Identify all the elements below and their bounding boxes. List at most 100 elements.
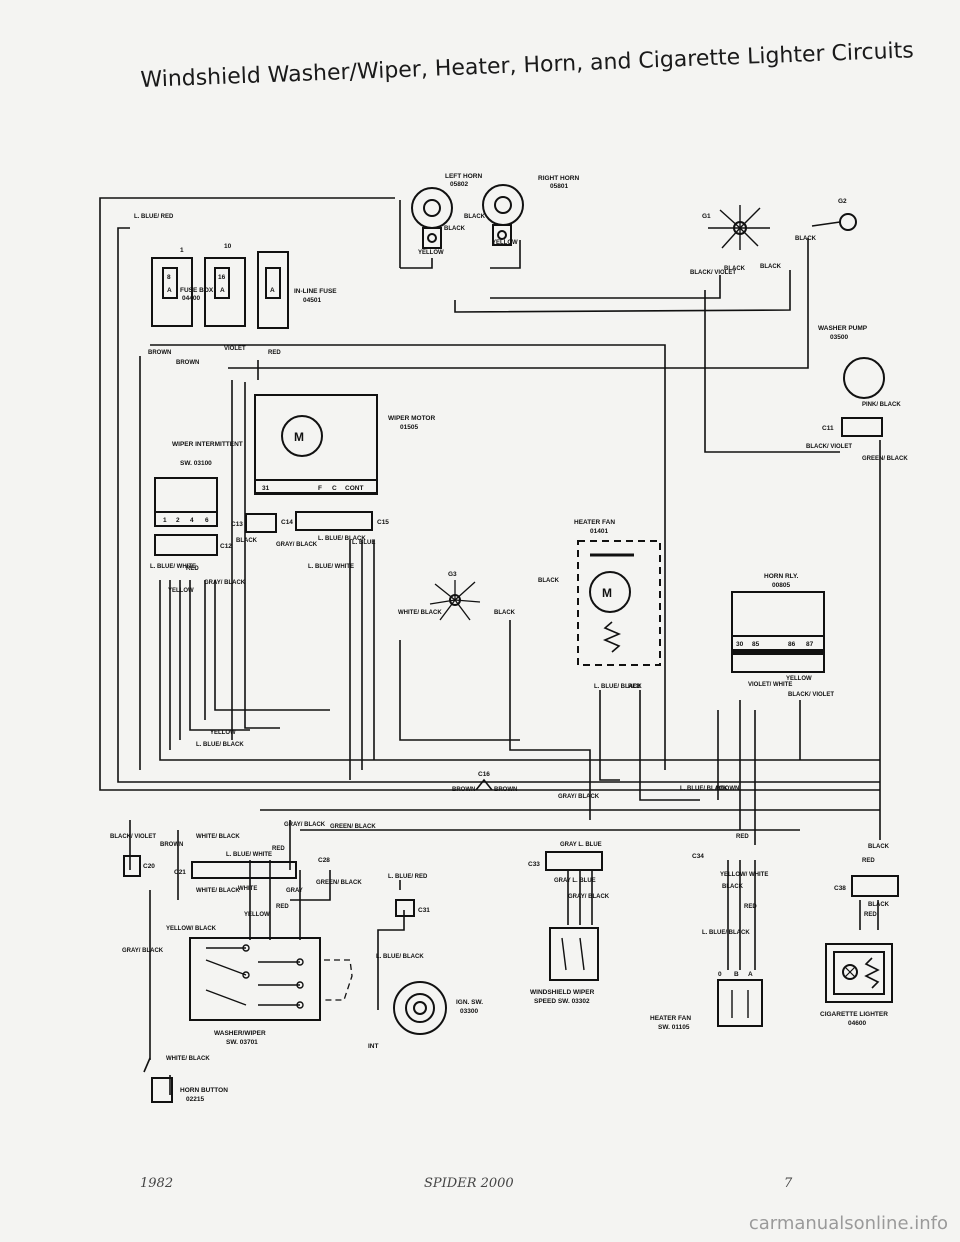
wiper-speed-switch-code: SPEED SW. 03302 bbox=[534, 998, 590, 1005]
wire-label-brown: BROWN bbox=[148, 350, 171, 356]
wiper-terminal-c: C bbox=[332, 485, 337, 492]
wire-label-black: BLACK bbox=[724, 266, 746, 272]
wire-label-gray-black: GRAY/ BLACK bbox=[284, 822, 326, 828]
ground-g3: G3 bbox=[429, 571, 481, 621]
wire-label-yellow: YELLOW bbox=[210, 730, 236, 736]
wire-label-yellow: YELLOW bbox=[168, 588, 194, 594]
rly-terminal-87: 87 bbox=[806, 641, 814, 648]
connector-c28: C28 bbox=[318, 857, 330, 864]
wire-label-yellow: YELLOW bbox=[492, 240, 518, 246]
washer-pump: WASHER PUMP 03500 C11 bbox=[818, 325, 885, 437]
wire-label-white-black: WHITE/ BLACK bbox=[196, 888, 240, 894]
wiper-motor-label: WIPER MOTOR bbox=[388, 415, 435, 422]
left-horn-label: LEFT HORN bbox=[445, 173, 482, 180]
washer-pump-code: 03500 bbox=[830, 334, 848, 341]
inline-fuse-code: 04501 bbox=[303, 297, 321, 304]
fuse-terminal-10: 10 bbox=[224, 243, 232, 250]
connector-c15: C15 bbox=[377, 519, 389, 526]
wire-label-black: BLACK bbox=[464, 214, 486, 220]
washer-wiper-switch-code: SW. 03701 bbox=[226, 1039, 258, 1046]
fuse-terminal-a: A bbox=[220, 287, 225, 294]
right-horn: RIGHT HORN 05801 bbox=[482, 175, 579, 246]
cigarette-lighter: BLACK RED C38 BLACK RED CIGARETTE LIGHTE… bbox=[820, 844, 899, 1027]
ground-g1-label: G1 bbox=[702, 213, 711, 220]
left-horn-code: 05802 bbox=[450, 181, 468, 188]
harness-wires bbox=[99, 197, 881, 1095]
wire-label-red: RED bbox=[276, 904, 289, 910]
wire-label-brown: BROWN bbox=[176, 360, 199, 366]
wire-label-red: RED bbox=[628, 684, 641, 690]
wire-label-lblue-red: L. BLUE/ RED bbox=[134, 214, 174, 220]
horn-relay-label: HORN RLY. bbox=[764, 573, 799, 580]
wire-label-lblue-black: L. BLUE/ BLACK bbox=[318, 536, 366, 542]
rly-terminal-86: 86 bbox=[788, 641, 796, 648]
horn-relay: HORN RLY. 00805 30 85 86 87 bbox=[731, 573, 825, 673]
heater-fan-code: 01401 bbox=[590, 528, 608, 535]
wire-label-black: BLACK bbox=[795, 236, 817, 242]
wire-label-lblue-red: L. BLUE/ RED bbox=[388, 874, 428, 880]
watermark: carmanualsonline.info bbox=[748, 1213, 948, 1234]
connector-c21-label: C21 bbox=[174, 869, 186, 876]
wire-label-lblue-white: L. BLUE/ WHITE bbox=[308, 564, 354, 570]
wire-label-red: RED bbox=[744, 904, 757, 910]
ground-g2-label: G2 bbox=[838, 198, 847, 205]
wiper-terminal-31: 31 bbox=[262, 485, 270, 492]
wire-label-black-violet: BLACK/ VIOLET bbox=[690, 270, 736, 276]
wire-label-brown: BROWN bbox=[494, 787, 517, 793]
connector-c31-label: C31 bbox=[418, 907, 430, 914]
inline-fuse-label: IN-LINE FUSE bbox=[294, 288, 337, 295]
fan-terminal-0: 0 bbox=[718, 971, 722, 978]
wire-label-gray-lblue: GRAY L. BLUE bbox=[560, 842, 602, 848]
wire-label-lblue-white: L. BLUE/ WHITE bbox=[226, 852, 272, 858]
int-terminal-6: 6 bbox=[205, 517, 209, 524]
fuse-box-label: FUSE BOX bbox=[180, 287, 214, 294]
fan-terminal-b: B bbox=[734, 971, 739, 978]
wire-label-black: BLACK bbox=[538, 578, 560, 584]
wire-label-brown: BROWN bbox=[452, 787, 475, 793]
fuse-box-code: 04400 bbox=[182, 295, 200, 302]
wire-label-brown: BROWN bbox=[160, 842, 183, 848]
wire-label-yellow: YELLOW bbox=[244, 912, 270, 918]
wire-label-white-black: WHITE/ BLACK bbox=[196, 834, 240, 840]
footer-page: 7 bbox=[784, 1176, 793, 1191]
ign-switch-label: IGN. SW. bbox=[456, 999, 483, 1006]
wiper-motor-code: 01505 bbox=[400, 424, 418, 431]
connector-c34: C34 bbox=[692, 853, 704, 860]
wiper-terminal-cont: CONT bbox=[345, 485, 363, 492]
wire-label-gray: GRAY bbox=[286, 888, 303, 894]
wire-label-black: BLACK bbox=[236, 538, 258, 544]
wire-label-red: RED bbox=[864, 912, 877, 918]
wire-label-lblue-black: L. BLUE/ BLACK bbox=[196, 742, 244, 748]
connector-c16-label: C16 bbox=[478, 771, 490, 778]
connector-c28-label: C28 bbox=[318, 857, 330, 864]
wire-label-lblue: L. BLUE bbox=[352, 540, 375, 546]
motor-m: M bbox=[294, 430, 304, 444]
wire-label-gray-black: GRAY/ BLACK bbox=[558, 794, 600, 800]
ground-g1: G1 bbox=[702, 205, 770, 250]
wire-label-yellow: YELLOW bbox=[786, 676, 812, 682]
wire-label-yellow-white: YELLOW/ WHITE bbox=[720, 872, 768, 878]
fuse-terminal-16: 16 bbox=[218, 274, 226, 281]
horn-button-code: 02215 bbox=[186, 1096, 204, 1103]
wire-label-black: BLACK bbox=[868, 844, 890, 850]
wire-label-lblue-black: L. BLUE/ BLACK bbox=[702, 930, 750, 936]
footer-model: SPIDER 2000 bbox=[424, 1176, 514, 1191]
ignition-switch: IGN. SW. 03300 INT bbox=[368, 981, 483, 1050]
connector-c14: C14 bbox=[281, 519, 293, 526]
windshield-wiper-speed-switch: GRAY L. BLUE C33 GRAY L. BLUE GRAY/ BLAC… bbox=[528, 842, 610, 1005]
heater-fan-switch-label: HEATER FAN bbox=[650, 1015, 691, 1022]
cigarette-lighter-code: 04600 bbox=[848, 1020, 866, 1027]
wire-label-red: RED bbox=[736, 834, 749, 840]
left-horn: LEFT HORN 05802 bbox=[411, 173, 482, 249]
wire-label-black-violet: BLACK/ VIOLET bbox=[788, 692, 834, 698]
connector-c13: C13 bbox=[231, 521, 243, 528]
ign-int-terminal: INT bbox=[368, 1043, 379, 1050]
wiper-intermittent-switch: WIPER INTERMITTENT SW. 03100 1 2 4 6 C12 bbox=[154, 441, 243, 556]
wire-label-black: BLACK bbox=[868, 902, 890, 908]
wire-label-red: RED bbox=[268, 350, 281, 356]
rly-terminal-30: 30 bbox=[736, 641, 744, 648]
wire-label-violet: VIOLET bbox=[224, 346, 246, 352]
wire-label-gray-black: GRAY/ BLACK bbox=[568, 894, 610, 900]
horn-button-label: HORN BUTTON bbox=[180, 1087, 228, 1094]
